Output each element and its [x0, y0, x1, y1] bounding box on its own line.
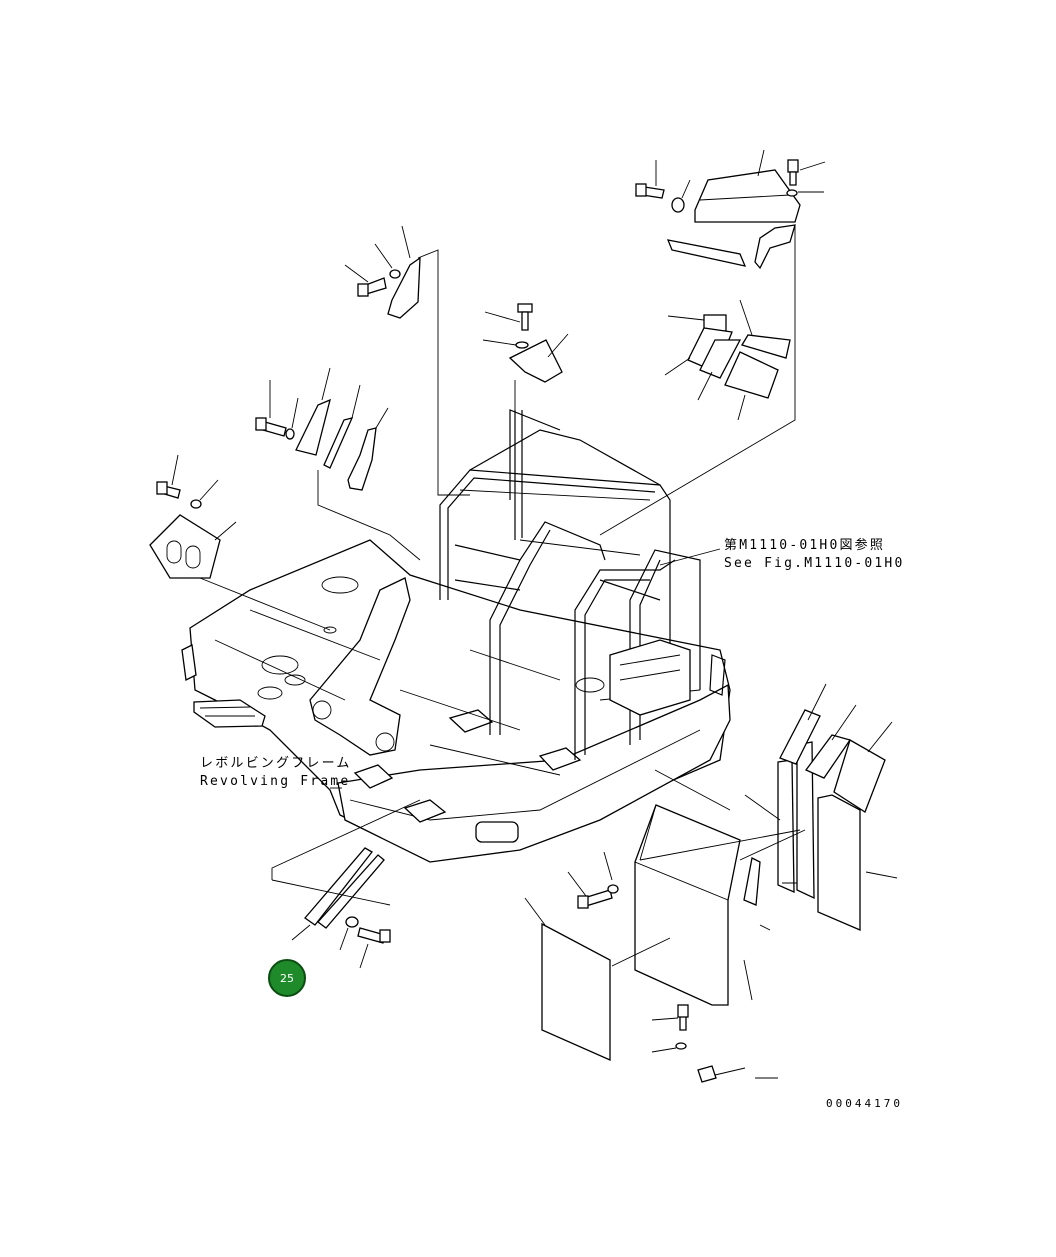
reference-leader-line [659, 548, 721, 566]
revolving-frame-label-en: Revolving Frame [200, 774, 351, 789]
lower-left-rail [271, 799, 421, 969]
revolving-frame-deck [181, 539, 731, 863]
figure-reference-label-jp: 第M1110-01H0図参照 [724, 538, 886, 553]
revolving-frame-label-jp: レボルビングフレーム [200, 756, 352, 771]
callout-badge-25[interactable]: 25 [268, 959, 306, 997]
left-mounting-parts [255, 367, 421, 561]
right-side-cover-assembly [524, 683, 898, 1083]
upper-right-cover-assembly [599, 149, 826, 536]
left-cover-plate [149, 454, 331, 631]
cab-rops-frame [439, 409, 726, 760]
figure-reference-label-en: See Fig.M1110-01H0 [724, 556, 905, 571]
drawing-number: 00044170 [826, 1097, 903, 1110]
upper-left-bracket [344, 225, 470, 496]
top-cover-plate-assembly [482, 303, 569, 410]
